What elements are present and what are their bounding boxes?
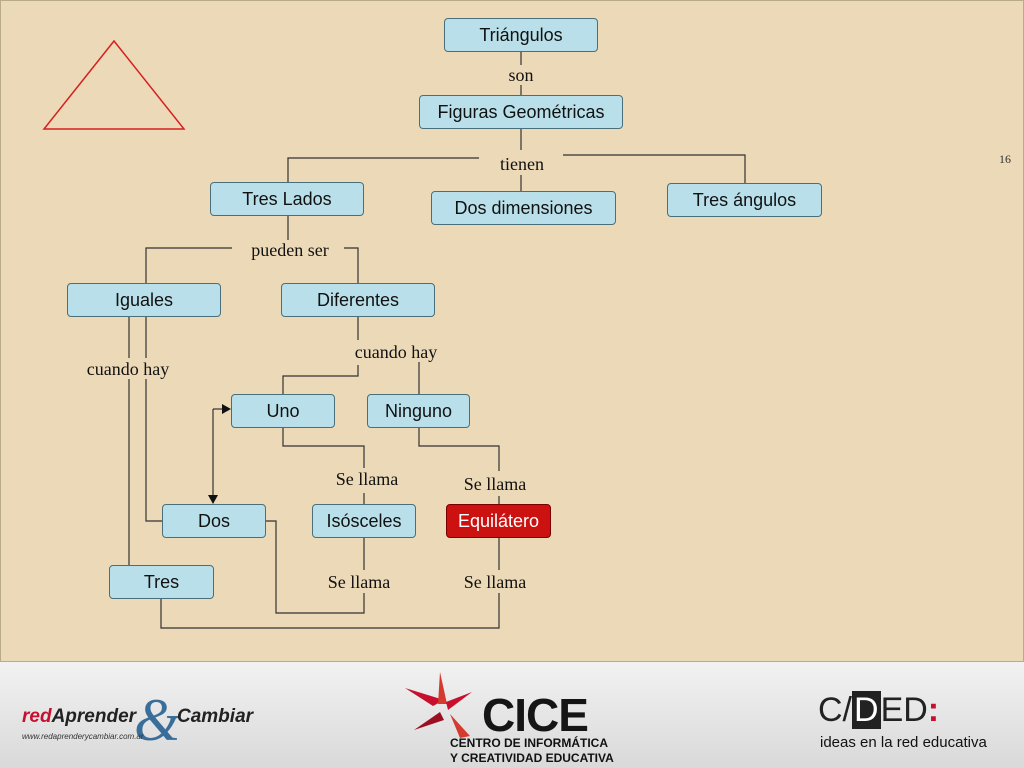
logo-text-aprender: Aprender xyxy=(51,706,137,727)
link-label-se-llama-dos: Se llama xyxy=(324,572,394,592)
footer-logo-bar: redAprender & Cambiar www.redaprenderyca… xyxy=(0,662,1024,768)
cded-tagline: ideas en la red educativa xyxy=(820,734,987,751)
node-ninguno: Ninguno xyxy=(367,394,470,428)
node-triangulos: Triángulos xyxy=(444,18,598,52)
cded-c: C/ xyxy=(818,691,852,729)
cice-subtitle-line2: Y CREATIVIDAD EDUCATIVA xyxy=(450,751,614,765)
node-tres-lados: Tres Lados xyxy=(210,182,364,216)
node-isosceles: Isósceles xyxy=(312,504,416,538)
link-label-tienen: tienen xyxy=(497,154,547,174)
node-uno: Uno xyxy=(231,394,335,428)
cice-name: CICE xyxy=(482,689,589,741)
link-label-se-llama-tres: Se llama xyxy=(460,572,530,592)
link-label-cuando-hay-diferentes: cuando hay xyxy=(351,342,441,362)
link-label-cuando-hay-iguales: cuando hay xyxy=(83,359,173,379)
node-equilatero: Equilátero xyxy=(446,504,551,538)
slide: Triángulos Figuras Geométricas Tres Lado… xyxy=(0,0,1024,662)
arrowhead-to-uno xyxy=(222,404,231,414)
cded-ed: ED xyxy=(880,691,928,729)
page-number: 16 xyxy=(999,152,1011,166)
cice-subtitle-line1: CENTRO DE INFORMÁTICA xyxy=(450,736,608,750)
node-iguales: Iguales xyxy=(67,283,221,317)
logo-url: www.redaprenderycambiar.com.ar xyxy=(22,732,144,741)
triangle-icon xyxy=(42,39,186,130)
link-label-se-llama-equilatero: Se llama xyxy=(460,474,530,494)
cded-wordmark: C/DED: xyxy=(818,691,1018,729)
cded-colon: : xyxy=(927,691,940,729)
node-figuras-geometricas: Figuras Geométricas xyxy=(419,95,623,129)
cded-logo: C/DED: ideas en la red educativa xyxy=(818,691,1018,756)
connector-lines xyxy=(128,51,746,629)
logo-text-red: red xyxy=(22,706,52,727)
link-label-pueden-ser: pueden ser xyxy=(248,240,332,260)
node-diferentes: Diferentes xyxy=(281,283,435,317)
cded-d: D xyxy=(852,691,881,729)
ampersand-icon: & xyxy=(134,687,181,753)
cice-arrows-icon xyxy=(405,672,472,738)
cice-logo: CICE CENTRO DE INFORMÁTICA Y CREATIVIDAD… xyxy=(400,666,630,766)
node-dos-dimensiones: Dos dimensiones xyxy=(431,191,616,225)
logo-text-cambiar: Cambiar xyxy=(177,706,254,727)
link-label-son: son xyxy=(505,65,537,85)
node-tres: Tres xyxy=(109,565,214,599)
node-tres-angulos: Tres ángulos xyxy=(667,183,822,217)
node-dos: Dos xyxy=(162,504,266,538)
link-label-se-llama-isosceles: Se llama xyxy=(332,469,402,489)
arrowhead-to-dos xyxy=(208,495,218,504)
red-aprender-cambiar-logo: redAprender & Cambiar www.redaprenderyca… xyxy=(22,690,262,756)
